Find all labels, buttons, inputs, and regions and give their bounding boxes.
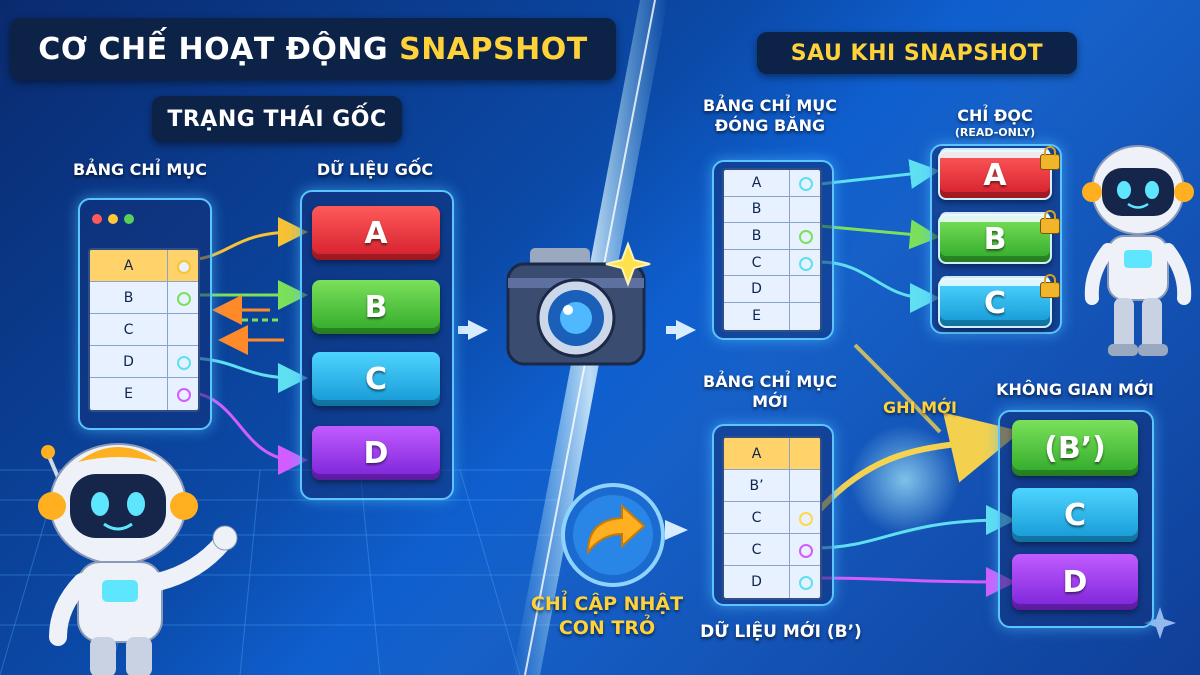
new-block-d: D: [1012, 554, 1138, 610]
index-row: A: [90, 250, 198, 282]
index-row: E: [724, 302, 820, 330]
pointer-dot: [799, 256, 813, 271]
title-prefix: CƠ CHẾ HOẠT ĐỘNG: [38, 31, 389, 67]
index-key: B: [751, 201, 762, 218]
pointer-dot: [177, 355, 191, 370]
new-space-label: KHÔNG GIAN MỚI: [996, 380, 1154, 399]
data-block-a: A: [312, 206, 440, 260]
pointer-update-icon: [561, 483, 665, 587]
pointer-cell: [167, 378, 198, 410]
pointer-cell: [789, 249, 820, 276]
pointer-dot: [799, 576, 813, 590]
left-index-label: BẢNG CHỈ MỤC: [73, 160, 207, 179]
pointer-cell: [789, 470, 820, 501]
pointer-cell: [167, 282, 198, 313]
data-block-b: B: [312, 280, 440, 334]
frozen-block-a: A: [938, 148, 1052, 200]
frozen-block-c: C: [938, 276, 1052, 328]
frozen-block-b: B: [938, 212, 1052, 264]
index-row: B: [90, 282, 198, 314]
new-block-b-prime: (B’): [1012, 420, 1138, 476]
pointer-cell: [167, 346, 198, 377]
sparkle-icon: [1144, 607, 1176, 639]
pointer-cell: [167, 250, 198, 281]
pointer-cell: [789, 438, 820, 469]
index-key: D: [123, 353, 134, 370]
index-key: B: [123, 289, 134, 306]
index-key: C: [751, 254, 762, 271]
index-key: E: [124, 386, 133, 402]
index-row: D: [90, 346, 198, 378]
data-block-d: D: [312, 426, 440, 480]
index-row: C: [724, 249, 820, 277]
pointer-cell: [167, 314, 198, 345]
index-key: C: [751, 541, 762, 558]
index-key: D: [751, 574, 762, 590]
left-data-label: DỮ LIỆU GỐC: [316, 160, 434, 179]
camera-icon: [506, 241, 651, 366]
index-row: C: [90, 314, 198, 346]
pointer-cell: [789, 223, 820, 249]
index-row: D: [724, 566, 820, 598]
new-index-label: BẢNG CHỈ MỤC MỚI: [703, 372, 837, 411]
write-new-label: GHI MỚI: [883, 398, 957, 417]
index-row: B: [724, 196, 820, 224]
pointer-update-label: CHỈ CẬP NHẬT CON TRỎ: [530, 593, 684, 639]
robot-mascot-left: [38, 443, 238, 675]
index-row: D: [724, 276, 820, 303]
new-data-label: DỮ LIỆU MỚI (B’): [700, 622, 862, 642]
lock-icon: [1040, 210, 1060, 234]
index-row: A: [724, 438, 820, 470]
readonly-label: CHỈ ĐỌC (READ-ONLY): [954, 106, 1036, 139]
index-row: E: [90, 378, 198, 410]
pointer-cell: [789, 276, 820, 302]
frozen-index-label: BẢNG CHỈ MỤC ĐÓNG BĂNG: [703, 96, 837, 135]
pointer-cell: [789, 196, 820, 223]
index-row: B: [724, 223, 820, 250]
index-key: A: [751, 445, 762, 462]
pointer-dot: [799, 176, 813, 191]
index-key: B: [751, 227, 762, 244]
index-key: C: [751, 509, 762, 526]
lock-icon: [1040, 274, 1060, 298]
pointer-dot: [177, 388, 191, 402]
pointer-cell: [789, 566, 820, 598]
pointer-dot: [799, 543, 813, 558]
pointer-cell: [789, 502, 820, 533]
index-row: C: [724, 502, 820, 534]
index-key: B’: [749, 477, 764, 494]
index-key: C: [123, 321, 134, 338]
pointer-dot: [799, 511, 813, 526]
main-title: CƠ CHẾ HOẠT ĐỘNG SNAPSHOT: [10, 18, 616, 80]
pointer-dot: [799, 229, 813, 244]
index-key: A: [123, 257, 134, 274]
index-key: D: [751, 281, 762, 298]
index-key: E: [752, 308, 761, 325]
index-key: A: [751, 174, 762, 191]
title-highlight: SNAPSHOT: [399, 31, 588, 67]
robot-mascot-right: [1082, 145, 1194, 356]
index-row: A: [724, 170, 820, 197]
pointer-dot: [177, 291, 191, 306]
lock-icon: [1040, 146, 1060, 170]
original-state-label: TRẠNG THÁI GỐC: [152, 96, 402, 142]
pointer-cell: [789, 534, 820, 565]
after-snapshot-title: SAU KHI SNAPSHOT: [757, 32, 1077, 74]
pointer-cell: [789, 302, 820, 330]
pointer-dot: [177, 259, 191, 274]
pointer-cell: [789, 170, 820, 196]
index-row: C: [724, 534, 820, 566]
data-block-c: C: [312, 352, 440, 406]
new-block-c: C: [1012, 488, 1138, 542]
index-row: B’: [724, 470, 820, 502]
